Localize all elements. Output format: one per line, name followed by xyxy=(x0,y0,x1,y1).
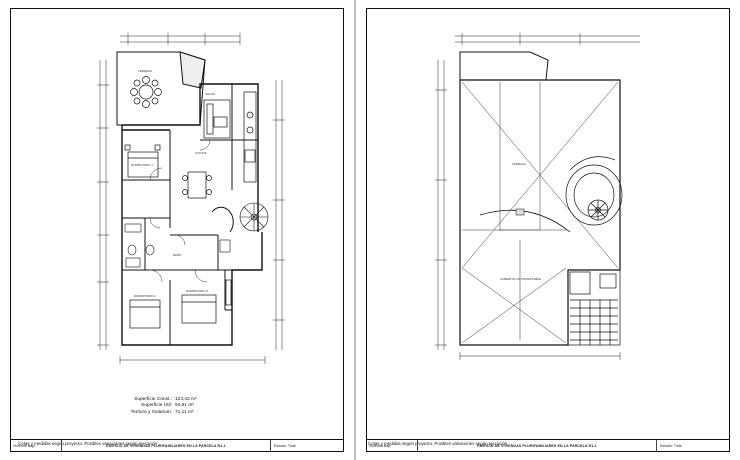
surface-value: 124,43 m² xyxy=(175,397,197,402)
title-block-left: Vivienda Bajo xyxy=(366,440,418,452)
floor-plan-drawing: TERRAZA SALON DORMITORIO 1 COCINA BAÑO D… xyxy=(97,33,285,364)
room-label-terrace: TERRAZA xyxy=(138,69,152,73)
surface-value: 71,11 m² xyxy=(175,409,194,415)
surface-value: 94,51 m² xyxy=(175,403,194,409)
room-label-solarium: TERRAZA xyxy=(512,162,526,166)
disclaimer-note: Cotas y medidas según proyecto. Posibles… xyxy=(18,441,159,446)
right-sheet: TERRAZA CUBIERTA NO TRANSITABLE Cotas y … xyxy=(356,0,740,460)
room-label-roof-block: CUBIERTA NO TRANSITABLE xyxy=(500,277,541,281)
sheet-frame xyxy=(10,8,344,452)
left-sheet: TERRAZA SALON DORMITORIO 1 COCINA BAÑO D… xyxy=(0,0,354,460)
surface-table: Superficie Const.:124,43 m² Superficie Ú… xyxy=(130,397,197,416)
room-label-living: SALON xyxy=(205,92,215,96)
room-label-cocina: COCINA xyxy=(195,151,207,155)
title-block-right: Estudio: Tinte xyxy=(274,444,296,448)
roof-plan-drawing: TERRAZA CUBIERTA NO TRANSITABLE xyxy=(435,33,640,360)
surface-label: Superficie Útil: xyxy=(141,403,172,409)
title-block: Vivienda Bajo EDIFICIO DE VIVIENDAS PLUR… xyxy=(10,439,344,452)
title-block: Vivienda Bajo EDIFICIO DE VIVIENDAS PLUR… xyxy=(366,439,730,452)
title-block-left: Vivienda Bajo xyxy=(10,440,62,452)
disclaimer-note: Cotas y medidas según proyecto. Posibles… xyxy=(368,441,509,446)
room-label-dormitorio-2: DORMITORIO 2 xyxy=(134,294,156,298)
surface-label: Superficie Const.: xyxy=(134,397,172,402)
title-block-title: EDIFICIO DE VIVIENDAS PLURIFAMILIARES EN… xyxy=(62,440,271,452)
title-block-right: Estudio: Tinte xyxy=(660,444,682,448)
room-label-dormitorio-3: DORMITORIO 3 xyxy=(186,289,208,293)
sheet-frame xyxy=(366,8,730,452)
room-label-bano: BAÑO xyxy=(173,252,182,257)
surface-label: Terraza y Solarium: xyxy=(130,409,172,415)
room-label-dormitorio-1: DORMITORIO 1 xyxy=(131,163,153,167)
title-block-title: EDIFICIO DE VIVIENDAS PLURIFAMILIARES EN… xyxy=(418,440,657,452)
